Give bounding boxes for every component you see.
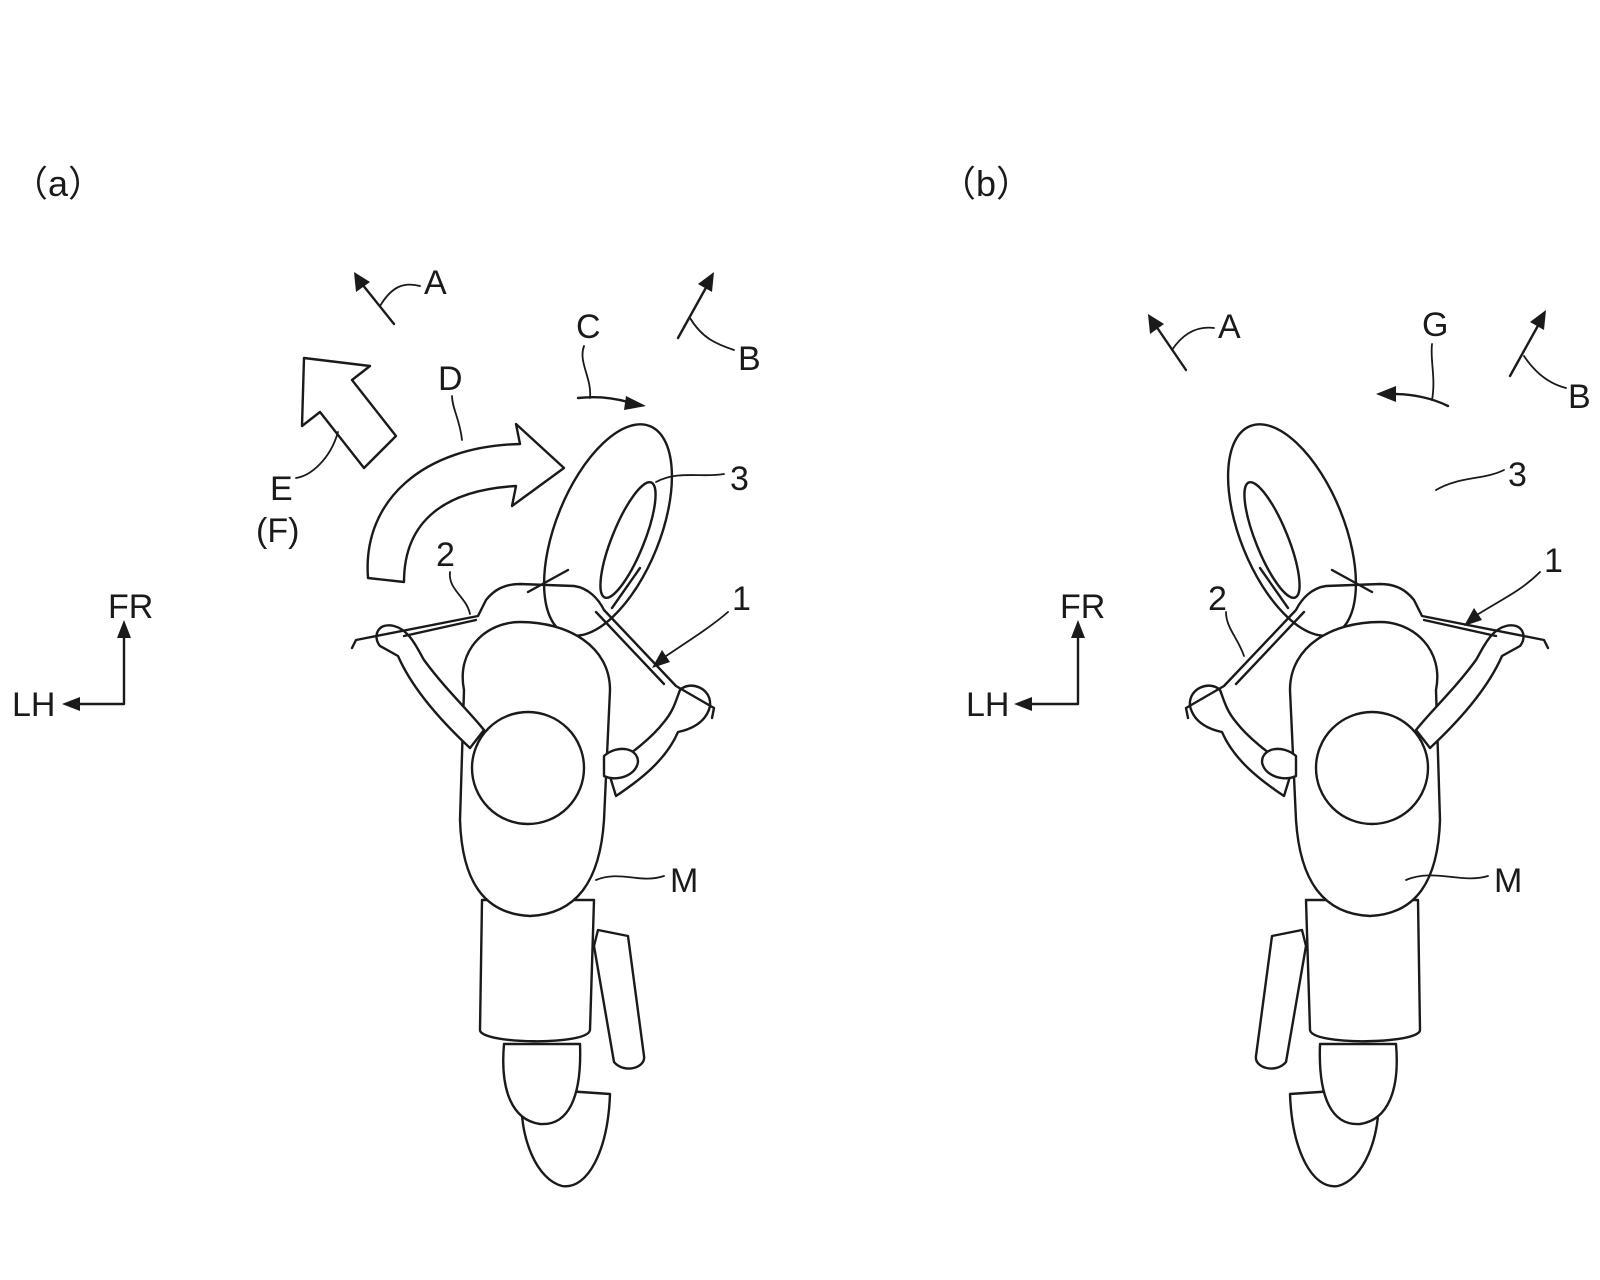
panel-b: （b） FR LH A B G (940, 163, 1591, 1188)
arrow-c-group: C (576, 308, 646, 410)
arrow-e-group: E (F) (256, 356, 398, 550)
label-c-panel-a: C (576, 308, 601, 346)
orientation-indicator-b: FR LH (966, 588, 1105, 724)
fr-label-b: FR (1060, 588, 1105, 626)
fr-label-a: FR (108, 588, 153, 626)
label-a-panel-b: A (1218, 308, 1241, 346)
rider-motorcycle-b (1184, 405, 1550, 1188)
label-2-panel-b: 2 (1208, 580, 1227, 618)
arrow-a-group-b: A (1148, 308, 1241, 372)
label-m-panel-a: M (670, 862, 698, 900)
label-f-panel-a: (F) (256, 512, 299, 550)
panel-b-title: （b） (940, 163, 1032, 204)
label-b-panel-a: B (738, 340, 761, 378)
arrow-g-group-b: G (1376, 306, 1450, 408)
label-m-panel-b: M (1494, 862, 1522, 900)
label-3-panel-b: 3 (1508, 456, 1527, 494)
lh-label-a: LH (12, 686, 55, 724)
label-d-panel-a: D (438, 360, 463, 398)
label-1-panel-a: 1 (732, 580, 751, 618)
arrow-b-group: B (676, 272, 761, 378)
label-1-panel-b: 1 (1544, 542, 1563, 580)
label-a-panel-a: A (424, 264, 447, 302)
panel-a-title: （a） (12, 163, 104, 204)
orientation-indicator-a: FR LH (12, 588, 153, 724)
label-3-panel-a: 3 (730, 460, 749, 498)
label-2-panel-a: 2 (436, 536, 455, 574)
label-e-panel-a: E (270, 470, 293, 508)
label-b-panel-b: B (1568, 378, 1591, 416)
panel-a: （a） FR LH A B C (12, 163, 761, 1188)
lh-label-b: LH (966, 686, 1009, 724)
arrow-a-group: A (354, 264, 447, 326)
arrow-d-group: D (366, 360, 566, 584)
arrow-b-group-b: B (1508, 310, 1591, 416)
label-g-panel-b: G (1422, 306, 1448, 344)
